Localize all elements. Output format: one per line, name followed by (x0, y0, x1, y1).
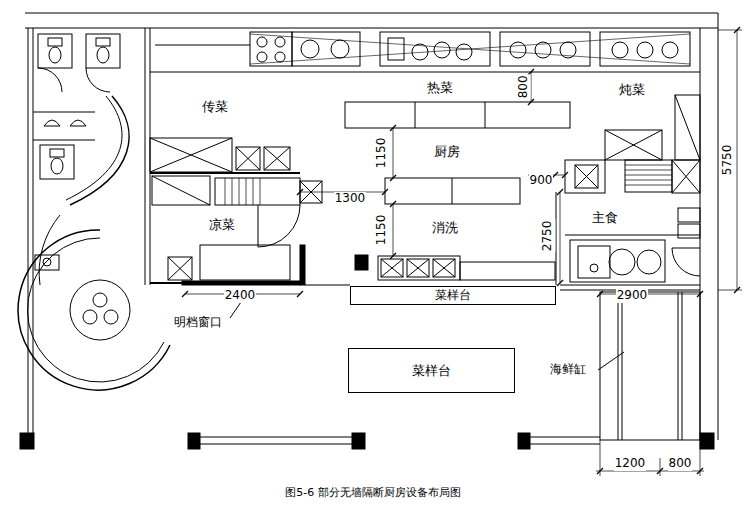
tick-mark (297, 189, 303, 195)
room-label: 消洗 (432, 221, 458, 236)
dimension-label: 1150 (375, 214, 389, 247)
tick-mark (390, 253, 396, 259)
tick-mark (597, 291, 603, 297)
tick-mark (528, 99, 534, 105)
tick-mark (297, 291, 303, 297)
room-label: 主食 (592, 211, 618, 226)
dimension-label: 800 (668, 457, 693, 471)
tick-mark (390, 201, 396, 207)
tick-mark (557, 189, 563, 195)
room-label: 炖菜 (619, 83, 645, 98)
dimension-label: 1300 (334, 192, 367, 206)
tick-mark (734, 287, 740, 293)
tick-mark (382, 189, 388, 195)
tick-mark (182, 291, 188, 297)
dimension-label: 1150 (375, 137, 389, 170)
tick-mark (390, 125, 396, 131)
dimension-label: 2900 (616, 289, 649, 303)
callout-label: 明档窗口 (174, 316, 222, 330)
tick-mark (557, 280, 563, 286)
tick-mark (390, 175, 396, 181)
room-label: 传菜 (202, 100, 228, 115)
counter-box: 菜样台 (348, 348, 515, 393)
room-label: 热菜 (427, 81, 453, 96)
dimension-label: 800 (516, 75, 530, 100)
tick-mark (697, 468, 703, 474)
tick-mark (597, 468, 603, 474)
tick-mark (697, 291, 703, 297)
room-label: 厨房 (434, 145, 460, 160)
dimension-label: 1200 (614, 457, 647, 471)
tick-mark (562, 172, 568, 178)
dimension-label: 5750 (721, 144, 735, 177)
dimension-label: 2750 (541, 220, 555, 253)
figure-caption: 图5-6 部分无墙隔断厨房设备布局图 (285, 487, 460, 500)
room-label: 凉菜 (209, 218, 235, 233)
counter-band: 菜样台 (350, 286, 556, 305)
counter-label: 菜样台 (412, 362, 451, 380)
tick-mark (734, 27, 740, 33)
counter-label: 菜样台 (435, 287, 471, 304)
tick-mark (657, 468, 663, 474)
callout-label: 海鲜缸 (550, 363, 586, 377)
dimension-label: 2400 (224, 289, 257, 303)
dimension-label: 900 (529, 174, 554, 188)
